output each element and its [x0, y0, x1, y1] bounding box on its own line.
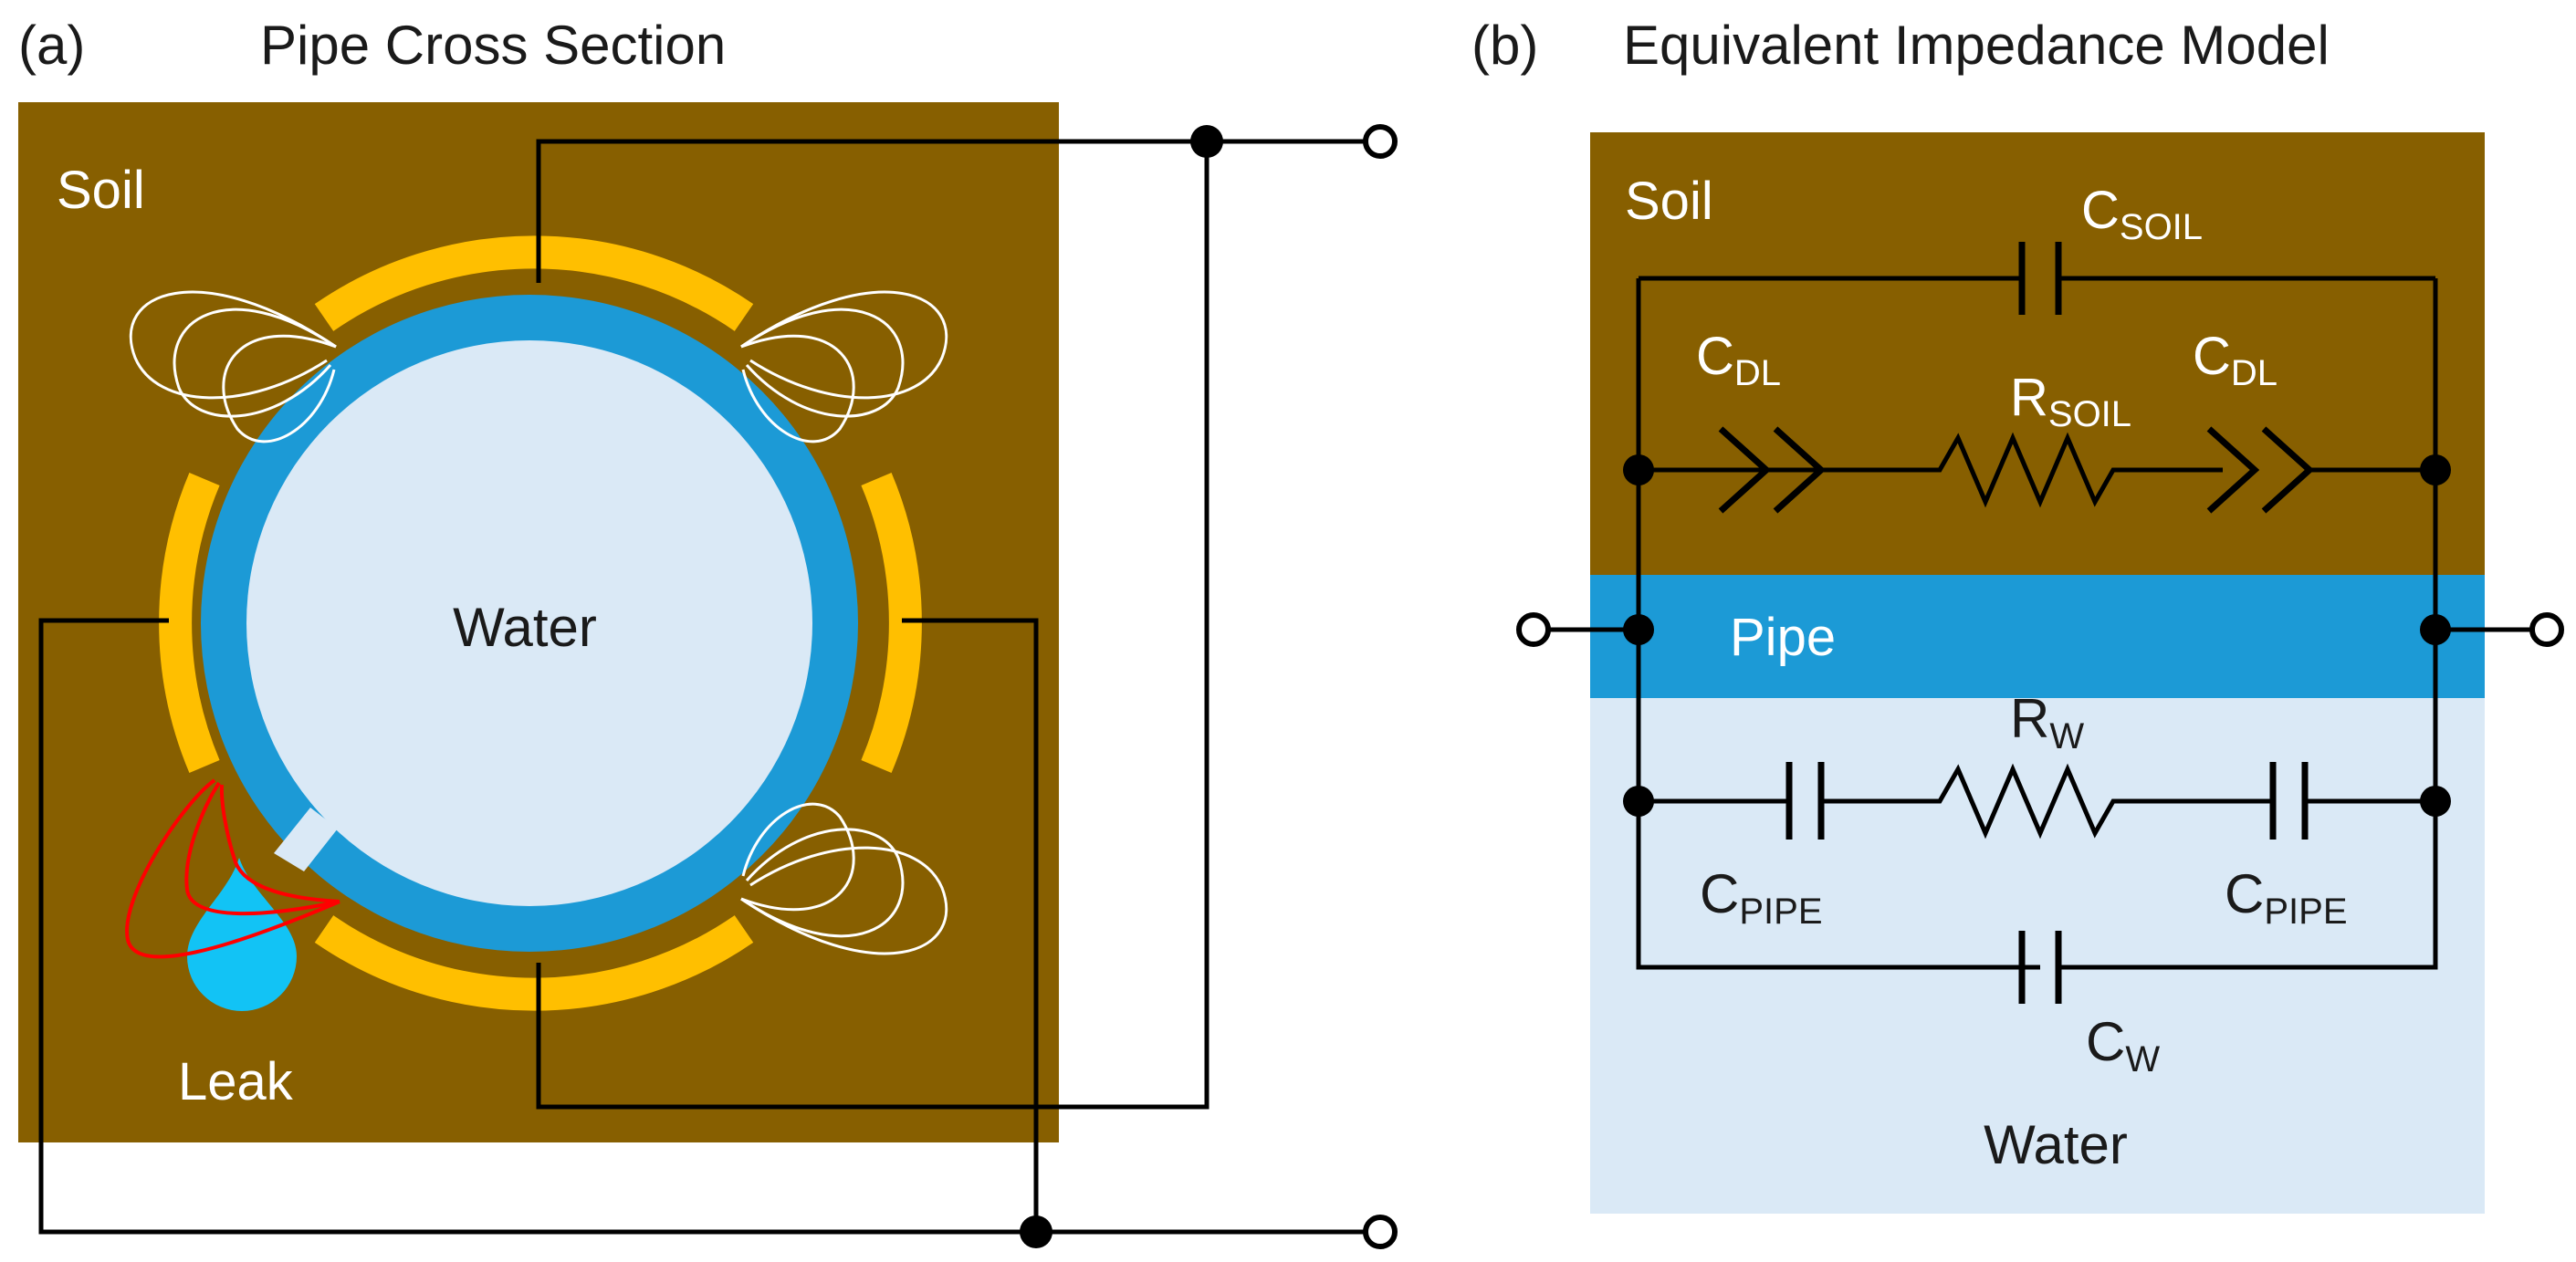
leak-label: Leak: [178, 1052, 294, 1111]
junction-node: [1020, 1215, 1052, 1248]
pipe-label-b: Pipe: [1730, 608, 1836, 667]
soil-label-b: Soil: [1625, 172, 1713, 231]
panel-b-letter: (b): [1471, 15, 1538, 76]
terminal-left-b: [1516, 612, 1551, 647]
panel-a-title: Pipe Cross Section: [260, 15, 726, 76]
c-dl-left-symbol: [1718, 426, 1772, 514]
label-c-w: CW: [2086, 1011, 2160, 1079]
field-lines-top-left: [129, 290, 337, 443]
water-region-b: [1590, 698, 2485, 1214]
label-c-dl-left: CDL: [1696, 327, 1781, 393]
panel-b-title: Equivalent Impedance Model: [1623, 15, 2330, 76]
label-r-w: RW: [2010, 688, 2084, 756]
c-dl-right-symbol: [2206, 426, 2260, 514]
label-c-dl-right: CDL: [2193, 327, 2278, 393]
electrode-top: [314, 235, 754, 331]
junction-node: [2420, 786, 2451, 817]
panel-a: (a) Pipe Cross Section Water Soil: [18, 15, 1398, 1249]
electrode-bottom: [314, 915, 754, 1011]
wiring-a: [38, 124, 1398, 1249]
label-c-pipe-right: CPIPE: [2225, 863, 2348, 932]
soil-label-a: Soil: [57, 161, 145, 220]
label-r-soil: RSOIL: [2010, 368, 2131, 434]
terminal-top-a: [1363, 124, 1398, 159]
pipe-region-b: [1590, 575, 2485, 698]
field-lines-top-right: [740, 290, 948, 443]
field-lines-bottom-right: [740, 802, 948, 955]
junction-node: [1623, 454, 1654, 485]
terminal-right-b: [2529, 612, 2564, 647]
leak-drop: [187, 858, 297, 1011]
junction-node: [2420, 454, 2451, 485]
terminal-bottom-a: [1363, 1215, 1398, 1249]
water-inside-pipe: [246, 340, 812, 906]
junction-node: [1623, 614, 1654, 645]
panel-a-letter: (a): [18, 15, 85, 76]
label-c-soil: CSOIL: [2081, 181, 2203, 247]
water-label-b: Water: [1984, 1114, 2128, 1175]
panel-b: (b) Equivalent Impedance Model Soil Pipe…: [1471, 15, 2564, 1214]
junction-node: [1190, 125, 1223, 158]
pipe-crack: [274, 808, 338, 871]
leak-field-lines: [125, 778, 340, 959]
junction-node: [2420, 614, 2451, 645]
junction-node: [1623, 786, 1654, 817]
circuit-b: [1516, 242, 2564, 1004]
electrode-left: [159, 473, 220, 773]
water-label-a: Water: [453, 597, 597, 658]
label-c-pipe-left: CPIPE: [1700, 863, 1823, 932]
